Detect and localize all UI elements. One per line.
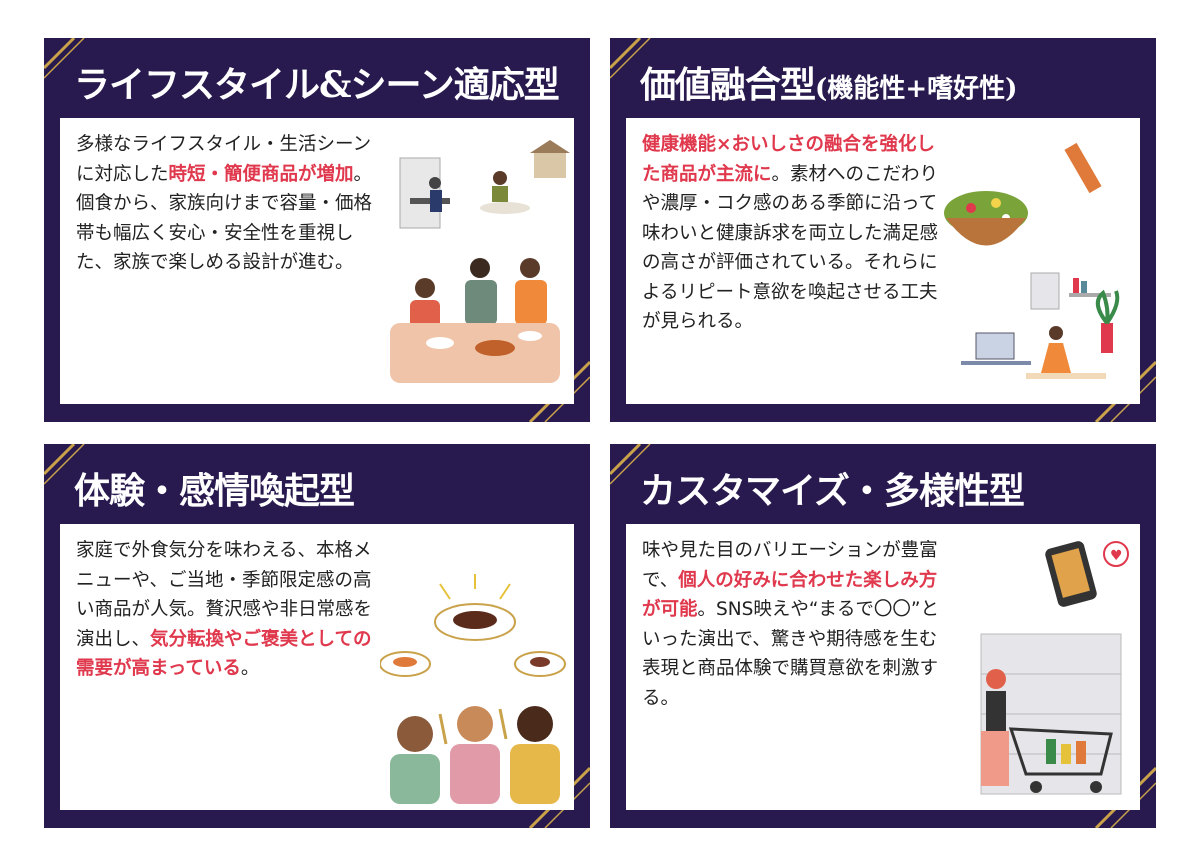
highlight-text: 気分転換やご褒美としての需要が高まっている bbox=[76, 628, 372, 680]
gold-stripe-icon bbox=[44, 38, 85, 79]
women-toasting-gourmet-icon bbox=[380, 574, 566, 804]
card-lifestyle: ライフスタイル&シーン適応型 多様なライフスタイル・生活シーンに対応した時短・簡… bbox=[44, 38, 590, 422]
card-customize: カスタマイズ・多様性型 味や見た目のバリエーションが豊富で、個人の好みに合わせた… bbox=[610, 444, 1156, 828]
card-panel: 家庭で外食気分を味わえる、本格メニューや、ご当地・季節限定感の高い商品が人気。贅… bbox=[60, 524, 574, 810]
highlight-text: 個人の好みに合わせた楽しみ方が可能 bbox=[642, 569, 938, 621]
highlight-text: 時短・簡便商品が増加 bbox=[168, 163, 354, 185]
card-body: 多様なライフスタイル・生活シーンに対応した時短・簡便商品が増加。個食から、家族向… bbox=[76, 134, 373, 273]
card-panel: 多様なライフスタイル・生活シーンに対応した時短・簡便商品が増加。個食から、家族向… bbox=[60, 118, 574, 404]
card-title: 体験・感情喚起型 bbox=[74, 470, 355, 512]
gold-stripe-icon bbox=[44, 444, 85, 485]
shopping-cart-smartphone-icon: ♥ bbox=[980, 541, 1129, 795]
highlight-text: 健康機能×おいしさの融合を強化した商品が主流に bbox=[642, 134, 936, 185]
card-panel: 健康機能×おいしさの融合を強化した商品が主流に。素材へのこだわりや濃厚・コク感の… bbox=[626, 118, 1140, 404]
gold-stripe-icon bbox=[610, 38, 651, 79]
gold-stripe-icon bbox=[610, 444, 651, 485]
card-title: 価値融合型(機能性+嗜好性) bbox=[640, 64, 1018, 106]
card-title: カスタマイズ・多様性型 bbox=[640, 470, 1025, 512]
card-body: 家庭で外食気分を味わえる、本格メニューや、ご当地・季節限定感の高い商品が人気。贅… bbox=[76, 540, 373, 680]
card-title: ライフスタイル&シーン適応型 bbox=[74, 64, 560, 106]
card-panel: 味や見た目のバリエーションが豊富で、個人の好みに合わせた楽しみ方が可能。SNS映… bbox=[626, 524, 1140, 810]
svg-text:♥: ♥ bbox=[1110, 548, 1123, 564]
card-value-fusion: 価値融合型(機能性+嗜好性) 健康機能×おいしさの融合を強化した商品が主流に。素… bbox=[610, 38, 1156, 422]
card-subtitle: (機能性+嗜好性) bbox=[815, 74, 1018, 104]
card-body: 健康機能×おいしさの融合を強化した商品が主流に。素材へのこだわりや濃厚・コク感の… bbox=[642, 134, 939, 332]
card-body: 味や見た目のバリエーションが豊富で、個人の好みに合わせた楽しみ方が可能。SNS映… bbox=[642, 540, 940, 709]
salad-and-yoga-icon bbox=[944, 142, 1120, 379]
family-dining-and-remote-work-icon bbox=[390, 140, 570, 383]
card-experience: 体験・感情喚起型 家庭で外食気分を味わえる、本格メニューや、ご当地・季節限定感の… bbox=[44, 444, 590, 828]
